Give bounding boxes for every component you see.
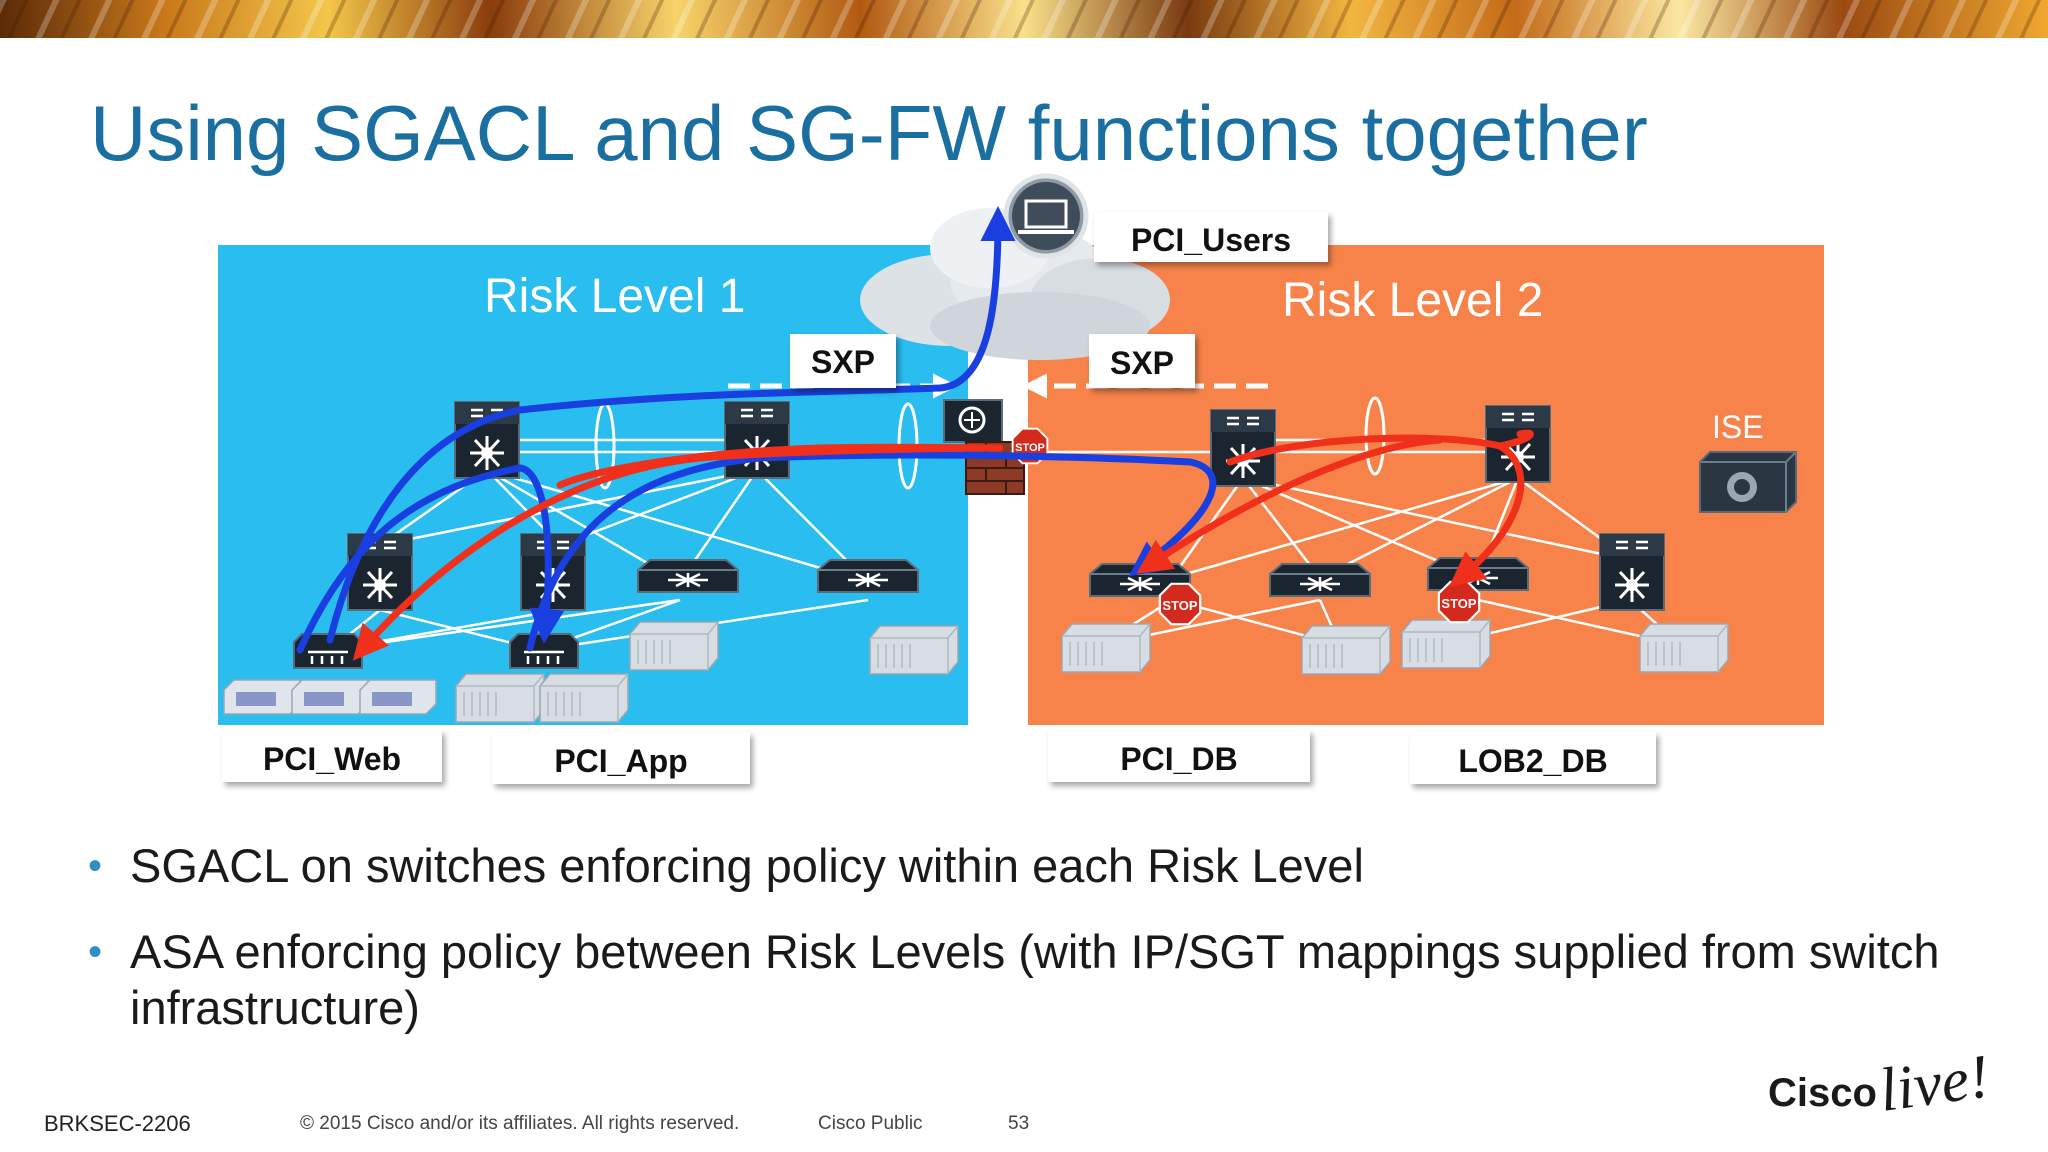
layer3-switch-icon	[816, 558, 920, 594]
pci-db-label: PCI_DB	[1120, 741, 1237, 777]
layer3-switch-icon	[636, 558, 740, 594]
banner-texture	[0, 0, 2048, 38]
pci-users-label: PCI_Users	[1131, 222, 1291, 258]
server-icon	[539, 673, 629, 723]
stop-sign-label: STOP	[1162, 598, 1197, 613]
distribution-switch-icon	[1209, 408, 1277, 488]
risk-level-2-label: Risk Level 2	[1282, 274, 1543, 327]
server-icon	[1301, 625, 1391, 675]
bullet-dot-icon: •	[88, 930, 103, 974]
stop-sign-label: STOP	[1441, 596, 1476, 611]
server-icon	[629, 621, 719, 671]
bullet-item: • ASA enforcing policy between Risk Leve…	[88, 924, 1988, 1036]
server-icon	[1639, 623, 1729, 673]
risk-level-1-label: Risk Level 1	[484, 270, 745, 323]
ise-label: ISE	[1712, 409, 1764, 445]
sxp-left-box	[790, 334, 896, 388]
distribution-switch-icon	[723, 400, 791, 480]
stop-sign-label: STOP	[1015, 442, 1045, 454]
red-flow-arrows	[352, 429, 1534, 661]
bullet-list: • SGACL on switches enforcing policy wit…	[88, 838, 1988, 1066]
top-banner	[0, 0, 2048, 38]
server-icon	[1061, 623, 1151, 673]
bullet-dot-icon: •	[88, 844, 103, 888]
server-icon	[869, 625, 959, 675]
access-switch-icon	[508, 632, 580, 670]
core-switch-icon	[1598, 532, 1666, 612]
logo-cisco-text: Cisco	[1768, 1071, 1877, 1115]
sxp-right-label: SXP	[1110, 345, 1174, 381]
page-number: 53	[1008, 1113, 1030, 1134]
web-server-icon	[291, 679, 369, 715]
lob2-db-label-box	[1410, 732, 1656, 784]
pci-users-laptop-icon	[1003, 173, 1089, 259]
ise-appliance-icon	[1699, 451, 1797, 513]
pci-app-label-box	[492, 732, 750, 784]
pci-web-label-box	[222, 730, 442, 782]
lob2-db-label: LOB2_DB	[1458, 743, 1607, 779]
server-icon	[1401, 619, 1491, 669]
pci-app-label: PCI_App	[554, 743, 687, 779]
access-switch-icon	[346, 532, 414, 612]
sxp-left-label: SXP	[811, 344, 875, 380]
access-switch-icon	[1268, 562, 1372, 598]
logo-live-text: live!	[1875, 1042, 1994, 1120]
classification-text: Cisco Public	[818, 1113, 923, 1134]
bullet-text: ASA enforcing policy between Risk Levels…	[130, 925, 1940, 1034]
copyright-text: © 2015 Cisco and/or its affiliates. All …	[300, 1113, 740, 1134]
web-server-icon	[359, 679, 437, 715]
web-server-icon	[223, 679, 301, 715]
session-code: BRKSEC-2206	[44, 1111, 191, 1136]
sxp-right-box	[1089, 334, 1195, 388]
bullet-item: • SGACL on switches enforcing policy wit…	[88, 838, 1988, 894]
pci-web-label: PCI_Web	[263, 741, 401, 777]
server-icon	[455, 673, 545, 723]
pci-db-label-box	[1048, 730, 1310, 782]
slide-title: Using SGACL and SG-FW functions together	[90, 89, 1648, 177]
pci-users-label-box	[1094, 212, 1328, 262]
blue-flow-arrows	[296, 206, 1217, 654]
cisco-live-logo: Cisco live!	[1768, 1042, 1994, 1120]
bullet-text: SGACL on switches enforcing policy withi…	[130, 839, 1364, 892]
